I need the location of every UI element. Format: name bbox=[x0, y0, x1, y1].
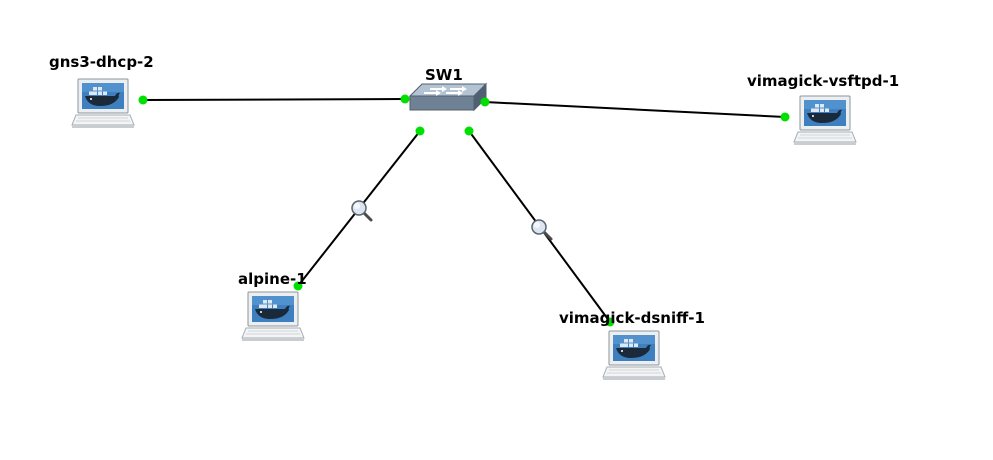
switch-sw1-icon[interactable] bbox=[409, 83, 487, 111]
node-label-dsniff[interactable]: vimagick-dsniff-1 bbox=[559, 309, 705, 327]
status-dot bbox=[605, 317, 615, 327]
node-label-sw1[interactable]: SW1 bbox=[425, 66, 463, 84]
link-dhcp-switch[interactable] bbox=[142, 98, 406, 101]
status-dot bbox=[415, 126, 425, 136]
capture-alpine-magnifier-icon[interactable] bbox=[350, 199, 373, 222]
status-dot bbox=[138, 95, 148, 105]
node-label-alpine[interactable]: alpine-1 bbox=[238, 270, 307, 288]
host-dsniff-icon[interactable] bbox=[602, 330, 666, 381]
link-status-dots bbox=[138, 94, 790, 327]
node-label-dhcp[interactable]: gns3-dhcp-2 bbox=[49, 53, 154, 71]
capture-dsniff-magnifier-icon[interactable] bbox=[530, 218, 553, 241]
host-alpine-icon[interactable] bbox=[241, 291, 305, 342]
host-dhcp-icon[interactable] bbox=[71, 78, 135, 129]
status-dot bbox=[480, 97, 490, 107]
link-switch-vsftpd[interactable] bbox=[484, 101, 786, 118]
status-dot bbox=[293, 281, 303, 291]
status-dot bbox=[400, 94, 410, 104]
status-dot bbox=[464, 126, 474, 136]
node-label-vsftpd[interactable]: vimagick-vsftpd-1 bbox=[747, 72, 900, 90]
status-dot bbox=[780, 112, 790, 122]
host-vsftpd-icon[interactable] bbox=[793, 95, 857, 146]
